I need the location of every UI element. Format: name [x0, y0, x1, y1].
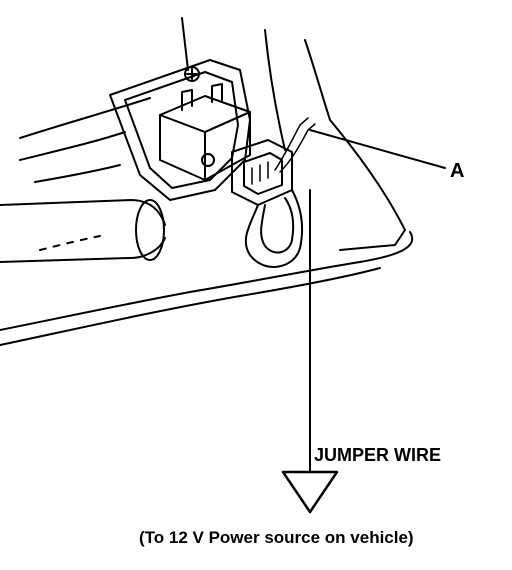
wire-harness-inner [260, 197, 295, 254]
lower-body-contour [0, 231, 414, 331]
hose-clamp [135, 199, 165, 261]
resistor-flange [109, 59, 251, 201]
jumper-wire-lead [274, 117, 316, 173]
mounting-screw [184, 66, 200, 82]
callout-label-a: A [450, 160, 464, 182]
body-panel-outline [19, 97, 151, 183]
dashed-edge [39, 235, 101, 251]
resistor-block-side [204, 111, 251, 181]
callout-leader-a [309, 129, 446, 169]
resistor-tabs [181, 83, 223, 111]
connector-face [243, 152, 283, 195]
wire-harness [244, 189, 303, 268]
connector-pins [251, 161, 269, 185]
resistor-screw [201, 153, 215, 167]
power-source-arrow-icon [281, 470, 339, 514]
upper-panel [181, 17, 406, 251]
power-source-caption: (To 12 V Power source on vehicle) [139, 528, 414, 547]
lower-body-contour-2 [0, 267, 381, 346]
jumper-wire-label: JUMPER WIRE [314, 445, 441, 465]
resistor-block-front [159, 114, 206, 181]
mounting-screw-slot [186, 68, 198, 80]
